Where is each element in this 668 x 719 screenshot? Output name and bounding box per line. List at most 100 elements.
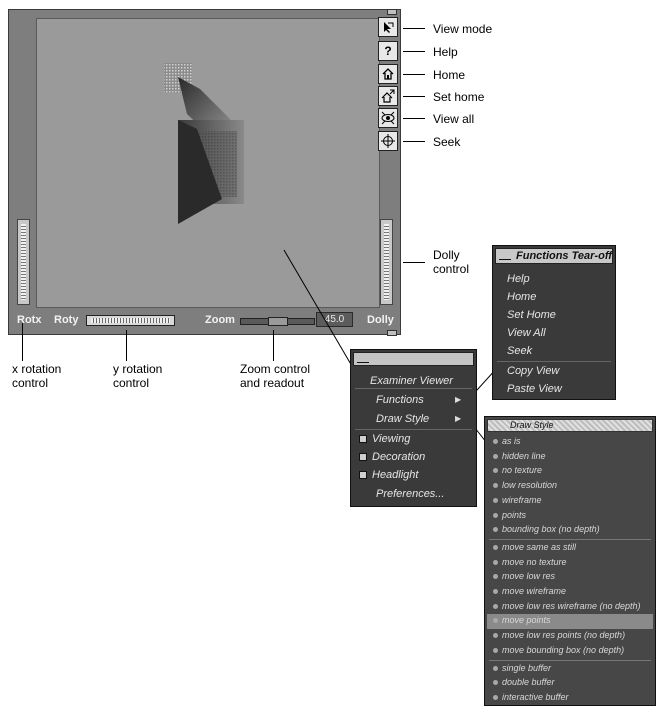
tearoff-title-bar[interactable]: Functions Tear-off — [495, 248, 613, 264]
draw-style-option[interactable]: interactive buffer — [487, 691, 653, 706]
radio-dot-icon — [493, 512, 498, 518]
home-icon — [382, 68, 394, 80]
seek-button[interactable] — [378, 131, 398, 151]
tearoff-item-seek[interactable]: Seek — [507, 345, 533, 357]
callout-line — [403, 118, 425, 119]
draw-style-option[interactable]: move wireframe — [487, 585, 653, 600]
scene-object — [164, 63, 244, 224]
roty-thumbwheel[interactable] — [86, 315, 175, 326]
popup-tear-bar[interactable] — [353, 352, 474, 366]
window-corner-top — [387, 9, 397, 15]
callout-xrot-2: control — [12, 376, 49, 390]
draw-style-option[interactable]: bounding box (no depth) — [487, 523, 653, 538]
draw-style-option-label: move low res — [502, 571, 556, 582]
callout-seek: Seek — [433, 135, 461, 149]
callout-set-home: Set home — [433, 90, 485, 104]
radio-dot-icon — [493, 694, 498, 700]
headlight-checkbox[interactable] — [359, 471, 367, 479]
window-menu-icon[interactable] — [499, 253, 511, 260]
draw-style-option-label: move low res points (no depth) — [502, 630, 626, 641]
zoom-slider[interactable] — [240, 317, 315, 326]
radio-dot-icon — [493, 483, 498, 489]
arrow-pointer-icon — [384, 22, 394, 33]
radio-dot-icon — [493, 453, 498, 459]
draw-style-option-label: bounding box (no depth) — [502, 524, 600, 535]
draw-style-option-label: single buffer — [502, 662, 552, 673]
menu-item-decoration[interactable]: Decoration — [372, 451, 426, 463]
draw-style-option[interactable]: move low res wireframe (no depth) — [487, 600, 653, 615]
draw-style-option[interactable]: move bounding box (no depth) — [487, 644, 653, 659]
draw-style-option-label: double buffer — [502, 677, 555, 688]
menu-item-preferences[interactable]: Preferences... — [376, 488, 445, 500]
draw-style-option[interactable]: no texture — [487, 464, 653, 479]
menu-item-functions[interactable]: Functions — [376, 394, 424, 406]
callout-line — [22, 323, 23, 361]
draw-style-option[interactable]: low resolution — [487, 479, 653, 494]
set-home-button[interactable] — [378, 86, 398, 106]
decoration-checkbox[interactable] — [359, 453, 367, 461]
radio-dot-icon — [493, 559, 498, 565]
examiner-viewer-window: Rotx Roty Zoom 45.0 Dolly — [8, 9, 401, 335]
dolly-label: Dolly — [367, 314, 394, 326]
dolly-thumbwheel[interactable] — [380, 219, 393, 305]
draw-style-option-label: no texture — [502, 465, 543, 476]
draw-style-option-label: low resolution — [502, 480, 558, 491]
set-home-icon — [381, 89, 395, 103]
draw-style-option[interactable]: points — [487, 509, 653, 524]
view-mode-button[interactable] — [378, 17, 398, 37]
radio-dot-icon — [493, 527, 498, 533]
draw-style-option[interactable]: move same as still — [487, 541, 653, 556]
zoom-label: Zoom — [205, 314, 235, 326]
view-all-button[interactable] — [378, 108, 398, 128]
draw-style-option[interactable]: as is — [487, 435, 653, 450]
view-all-icon — [381, 111, 395, 125]
menu-separator — [355, 429, 472, 430]
draw-style-option-label: move same as still — [502, 541, 577, 552]
functions-tearoff-window: Functions Tear-off Help Home Set Home Vi… — [492, 245, 616, 400]
tearoff-item-help[interactable]: Help — [507, 273, 530, 285]
menu-separator — [355, 388, 472, 389]
rotx-thumbwheel[interactable] — [17, 219, 30, 305]
radio-dot-icon — [493, 633, 498, 639]
tearoff-item-paste-view[interactable]: Paste View — [507, 383, 562, 395]
zoom-readout-field[interactable]: 45.0 — [316, 312, 353, 327]
zoom-slider-handle[interactable] — [268, 317, 288, 326]
draw-style-option[interactable]: move low res — [487, 570, 653, 585]
home-button[interactable] — [378, 64, 398, 84]
tearoff-item-home[interactable]: Home — [507, 291, 537, 303]
draw-style-option[interactable]: wireframe — [487, 494, 653, 509]
menu-separator — [497, 361, 611, 362]
draw-style-option[interactable]: move no texture — [487, 556, 653, 571]
callout-help: Help — [433, 45, 458, 59]
callout-line — [126, 330, 127, 361]
tearoff-item-set-home[interactable]: Set Home — [507, 309, 556, 321]
viewing-checkbox[interactable] — [359, 435, 367, 443]
radio-dot-icon — [493, 544, 498, 550]
draw-style-title: Draw Style — [510, 420, 554, 430]
callout-line — [403, 74, 425, 75]
draw-style-option[interactable]: hidden line — [487, 450, 653, 465]
radio-dot-icon — [493, 439, 498, 444]
tearoff-item-copy-view[interactable]: Copy View — [507, 365, 560, 377]
tearoff-title: Functions Tear-off — [516, 250, 612, 262]
popup-header: Examiner Viewer — [370, 375, 453, 387]
radio-dot-icon — [493, 497, 498, 503]
window-corner-bottom — [387, 330, 397, 336]
callout-zoom-1: Zoom control — [240, 362, 311, 376]
draw-style-option[interactable]: move points — [487, 614, 653, 630]
radio-dot-icon — [493, 589, 498, 594]
draw-style-option[interactable]: move low res points (no depth) — [487, 629, 653, 644]
menu-item-headlight[interactable]: Headlight — [372, 469, 419, 481]
menu-item-viewing[interactable]: Viewing — [372, 433, 411, 445]
callout-line — [403, 28, 425, 29]
draw-style-option-label: points — [502, 509, 527, 520]
tearoff-item-view-all[interactable]: View All — [507, 327, 546, 339]
draw-style-option[interactable]: double buffer — [487, 676, 653, 691]
submenu-arrow-icon: ▶ — [455, 395, 462, 404]
callout-dolly-2: control — [433, 262, 470, 276]
draw-style-option[interactable]: single buffer — [487, 662, 653, 677]
draw-style-title-bar[interactable]: Draw Style — [487, 419, 653, 432]
3d-viewport[interactable] — [36, 18, 380, 308]
menu-item-draw-style[interactable]: Draw Style — [376, 413, 430, 425]
help-button[interactable]: ? — [378, 41, 398, 61]
